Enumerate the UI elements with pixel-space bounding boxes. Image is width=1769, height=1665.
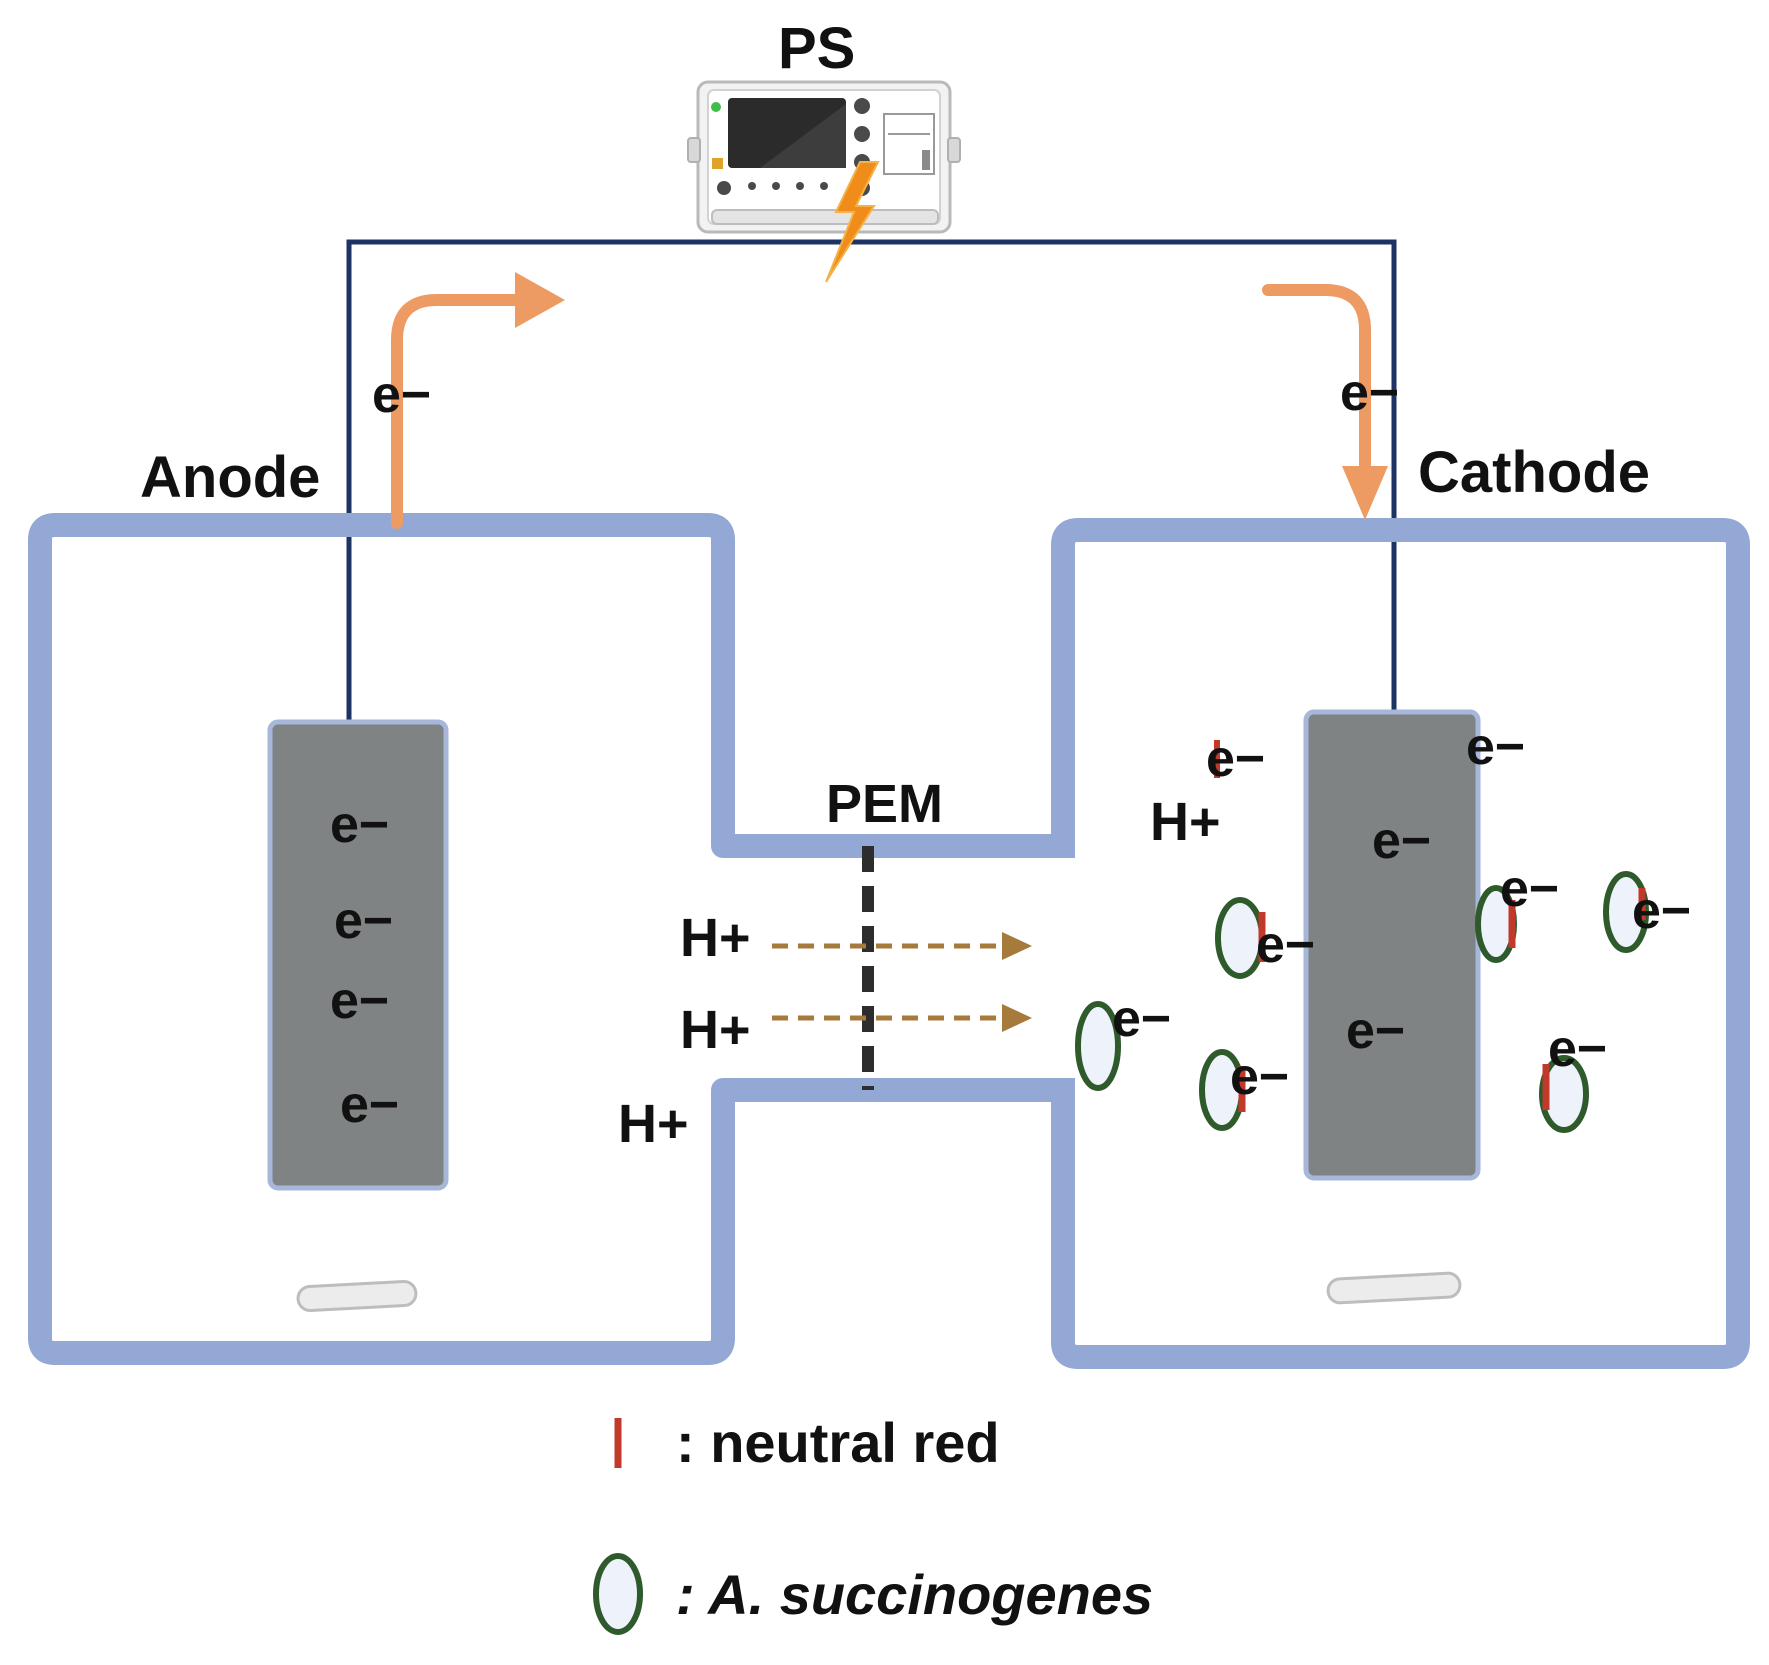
- electron-label: e−: [330, 796, 389, 854]
- proton-label: H+: [680, 1000, 751, 1060]
- anode-label: Anode: [140, 445, 320, 510]
- bacterium-icon: [593, 1553, 643, 1635]
- electron-label: e−: [1372, 812, 1431, 870]
- proton-label: H+: [618, 1094, 689, 1154]
- anode-electrode: [267, 719, 449, 1191]
- electron-label: e−: [1466, 718, 1525, 776]
- electron-label: e−: [1256, 916, 1315, 974]
- legend-bacterium-label: : A. succinogenes: [676, 1563, 1153, 1626]
- legend: : neutral red : A. succinogenes: [593, 1411, 1153, 1635]
- electron-label: e−: [1340, 364, 1399, 422]
- anode-chamber: [28, 513, 1050, 1365]
- electron-label: e−: [372, 366, 431, 424]
- electron-label: e−: [1206, 730, 1265, 788]
- bacterium-icon: [1539, 1055, 1589, 1133]
- proton-label: H+: [1150, 792, 1221, 852]
- external-circuit: [346, 239, 1397, 720]
- pem-label: PEM: [826, 774, 943, 834]
- bacterium-icon: [1475, 885, 1517, 963]
- stir-bar-icon: [296, 1280, 418, 1312]
- stir-bar-icon: [1326, 1271, 1462, 1305]
- cathode-electrode: [1303, 709, 1481, 1181]
- cathode-chamber: [1040, 518, 1750, 1369]
- lightning-icon: [825, 161, 880, 283]
- bacterium-icon: [1215, 897, 1266, 979]
- power-supply-label: PS: [778, 16, 855, 81]
- electron-label: e−: [1500, 860, 1559, 918]
- electron-label: e−: [334, 892, 393, 950]
- proton-label: H+: [680, 908, 751, 968]
- electron-label: e−: [330, 972, 389, 1030]
- electron-flow-arrow-anode: [391, 272, 565, 529]
- legend-neutral-red-label: : neutral red: [676, 1411, 1000, 1474]
- proton-arrow: [772, 1004, 1032, 1032]
- electron-label: e−: [340, 1076, 399, 1134]
- cathode-label: Cathode: [1418, 440, 1650, 505]
- power-supply-icon: PS: [687, 16, 961, 234]
- electron-label: e−: [1548, 1020, 1607, 1078]
- bacterium-icon: [1603, 871, 1649, 953]
- electron-label: e−: [1230, 1048, 1289, 1106]
- bacterium-icon: [1199, 1049, 1246, 1131]
- electron-flow-arrow-cathode: [1262, 284, 1388, 520]
- proton-arrow: [772, 932, 1032, 960]
- electron-label: e−: [1632, 882, 1691, 940]
- electron-label: e−: [1112, 990, 1171, 1048]
- electron-label: e−: [1346, 1002, 1405, 1060]
- bacterium-icon: [1075, 1001, 1121, 1091]
